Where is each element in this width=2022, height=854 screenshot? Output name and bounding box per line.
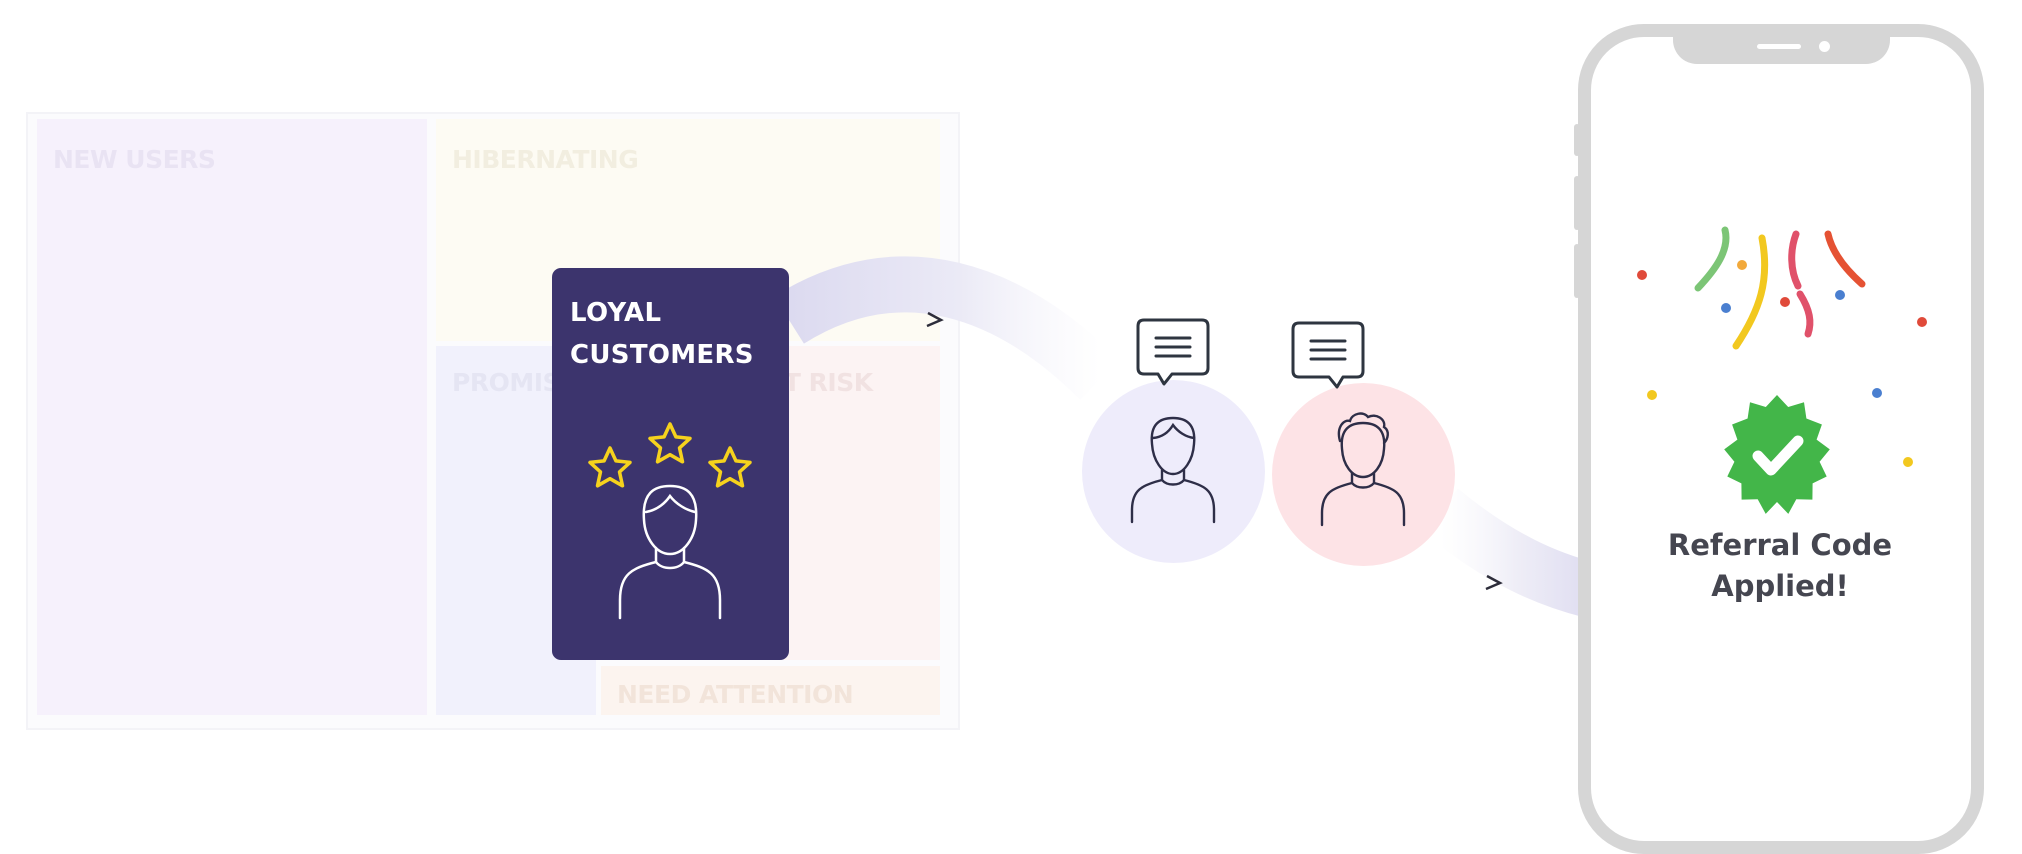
user-icon [1130, 416, 1216, 524]
confetti-dot [1903, 457, 1913, 467]
card-title: LOYAL CUSTOMERS [570, 292, 754, 376]
referral-status-line2: Applied! [1711, 569, 1849, 603]
star-icon [708, 446, 752, 488]
confetti-dot [1737, 260, 1747, 270]
confetti-dot [1637, 270, 1647, 280]
confetti-dot [1647, 390, 1657, 400]
segment-label: HIBERNATING [452, 145, 639, 174]
chat-bubble-icon [1136, 318, 1210, 386]
confetti-streamer [1694, 226, 1730, 292]
segment-new-users: NEW USERS [37, 119, 427, 715]
referral-status-line1: Referral Code [1667, 528, 1893, 562]
confetti-streamer [1732, 234, 1769, 350]
phone-side-button [1574, 124, 1580, 156]
confetti-streamer [1788, 230, 1802, 290]
confetti-streamer [1796, 290, 1814, 338]
card-title-line2: CUSTOMERS [570, 340, 754, 370]
phone-side-button [1978, 198, 1984, 286]
chat-bubble-icon [1291, 321, 1365, 389]
user-icon [1320, 412, 1406, 527]
star-icon [588, 446, 632, 488]
user-icon [618, 484, 722, 620]
check-badge-icon [1724, 395, 1830, 514]
phone-side-button [1574, 176, 1580, 230]
confetti-dot [1872, 388, 1882, 398]
segment-label: NEED ATTENTION [617, 680, 854, 709]
confetti-dot [1721, 303, 1731, 313]
phone-side-button [1574, 244, 1580, 298]
confetti-dot [1917, 317, 1927, 327]
arrow-icon [1485, 574, 1503, 591]
card-title-line1: LOYAL [570, 298, 662, 328]
star-icon [648, 422, 692, 464]
stars-user-illustration [588, 422, 752, 620]
referral-status-text: Referral Code Applied! [1630, 525, 1930, 607]
flow-paths [774, 256, 1598, 618]
confetti-dot [1835, 290, 1845, 300]
phone-speaker [1757, 44, 1801, 49]
confetti-streamer [1824, 230, 1866, 288]
confetti-dot [1780, 297, 1790, 307]
segment-need-attention: NEED ATTENTION [601, 666, 940, 715]
referred-user-circle [1272, 383, 1455, 566]
referrer-user-circle [1082, 380, 1265, 563]
arrow-icon [926, 311, 944, 328]
confetti-celebration [1637, 226, 1927, 514]
segment-label: NEW USERS [53, 145, 216, 174]
loyal-customers-card: LOYAL CUSTOMERS [552, 268, 789, 660]
phone-camera [1819, 41, 1830, 52]
